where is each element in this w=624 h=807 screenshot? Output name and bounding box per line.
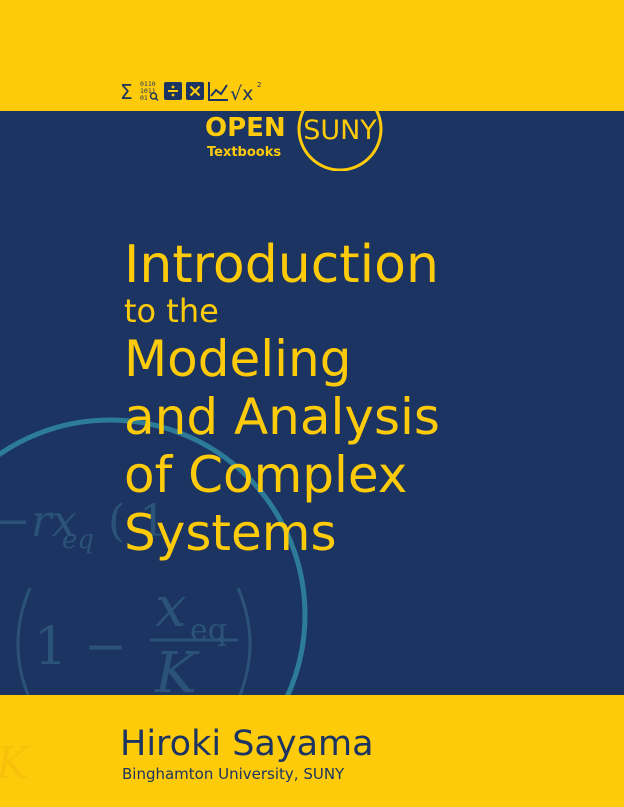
formula-numerator-sub: eq [190,613,227,648]
book-title: Introduction to the Modeling and Analysi… [124,238,440,562]
formula-denominator: K [154,641,200,706]
formula-top-subscript: eq [62,525,94,555]
formula-numerator-var: x [155,575,187,640]
title-line-5: of Complex [124,446,408,504]
formula-left-paren [16,587,32,695]
author-affiliation: Binghamton University, SUNY [122,765,345,783]
textbooks-label: Textbooks [207,145,281,160]
formula-bottom-var: K [0,738,31,789]
title-line-1: Introduction [124,235,439,295]
multiply-icon [186,82,204,100]
svg-text:01: 01 [140,94,148,102]
open-label: OPEN [205,113,286,143]
title-line-6: Systems [124,504,337,562]
formula-top-tail: ( 1 [108,496,167,547]
title-line-4: and Analysis [124,388,440,446]
line-chart-icon [208,82,228,101]
superscript-two-icon: 2 [257,81,261,89]
formula-one-minus: 1 − [34,617,127,677]
title-line-3: Modeling [124,330,352,388]
decorative-circle [0,417,308,695]
svg-text:0110: 0110 [140,80,156,88]
binary-magnifier-icon: 0110 1011 01 [140,80,159,102]
square-root-x-icon: √x [230,83,253,105]
author-name: Hiroki Sayama [120,724,374,764]
suny-ring [297,86,383,171]
divide-icon [164,82,182,100]
open-suny-logo: Σ 0110 1011 01 √x 2 OPEN Textbooks SUNY [120,80,383,171]
suny-label: SUNY [303,115,377,146]
sigma-icon: Σ [120,80,133,104]
svg-text:1011: 1011 [140,87,156,95]
title-line-2: to the [124,292,219,330]
navy-band [0,111,624,695]
formula-top-fragment: −rx [0,496,77,547]
formula-right-paren [236,587,252,695]
